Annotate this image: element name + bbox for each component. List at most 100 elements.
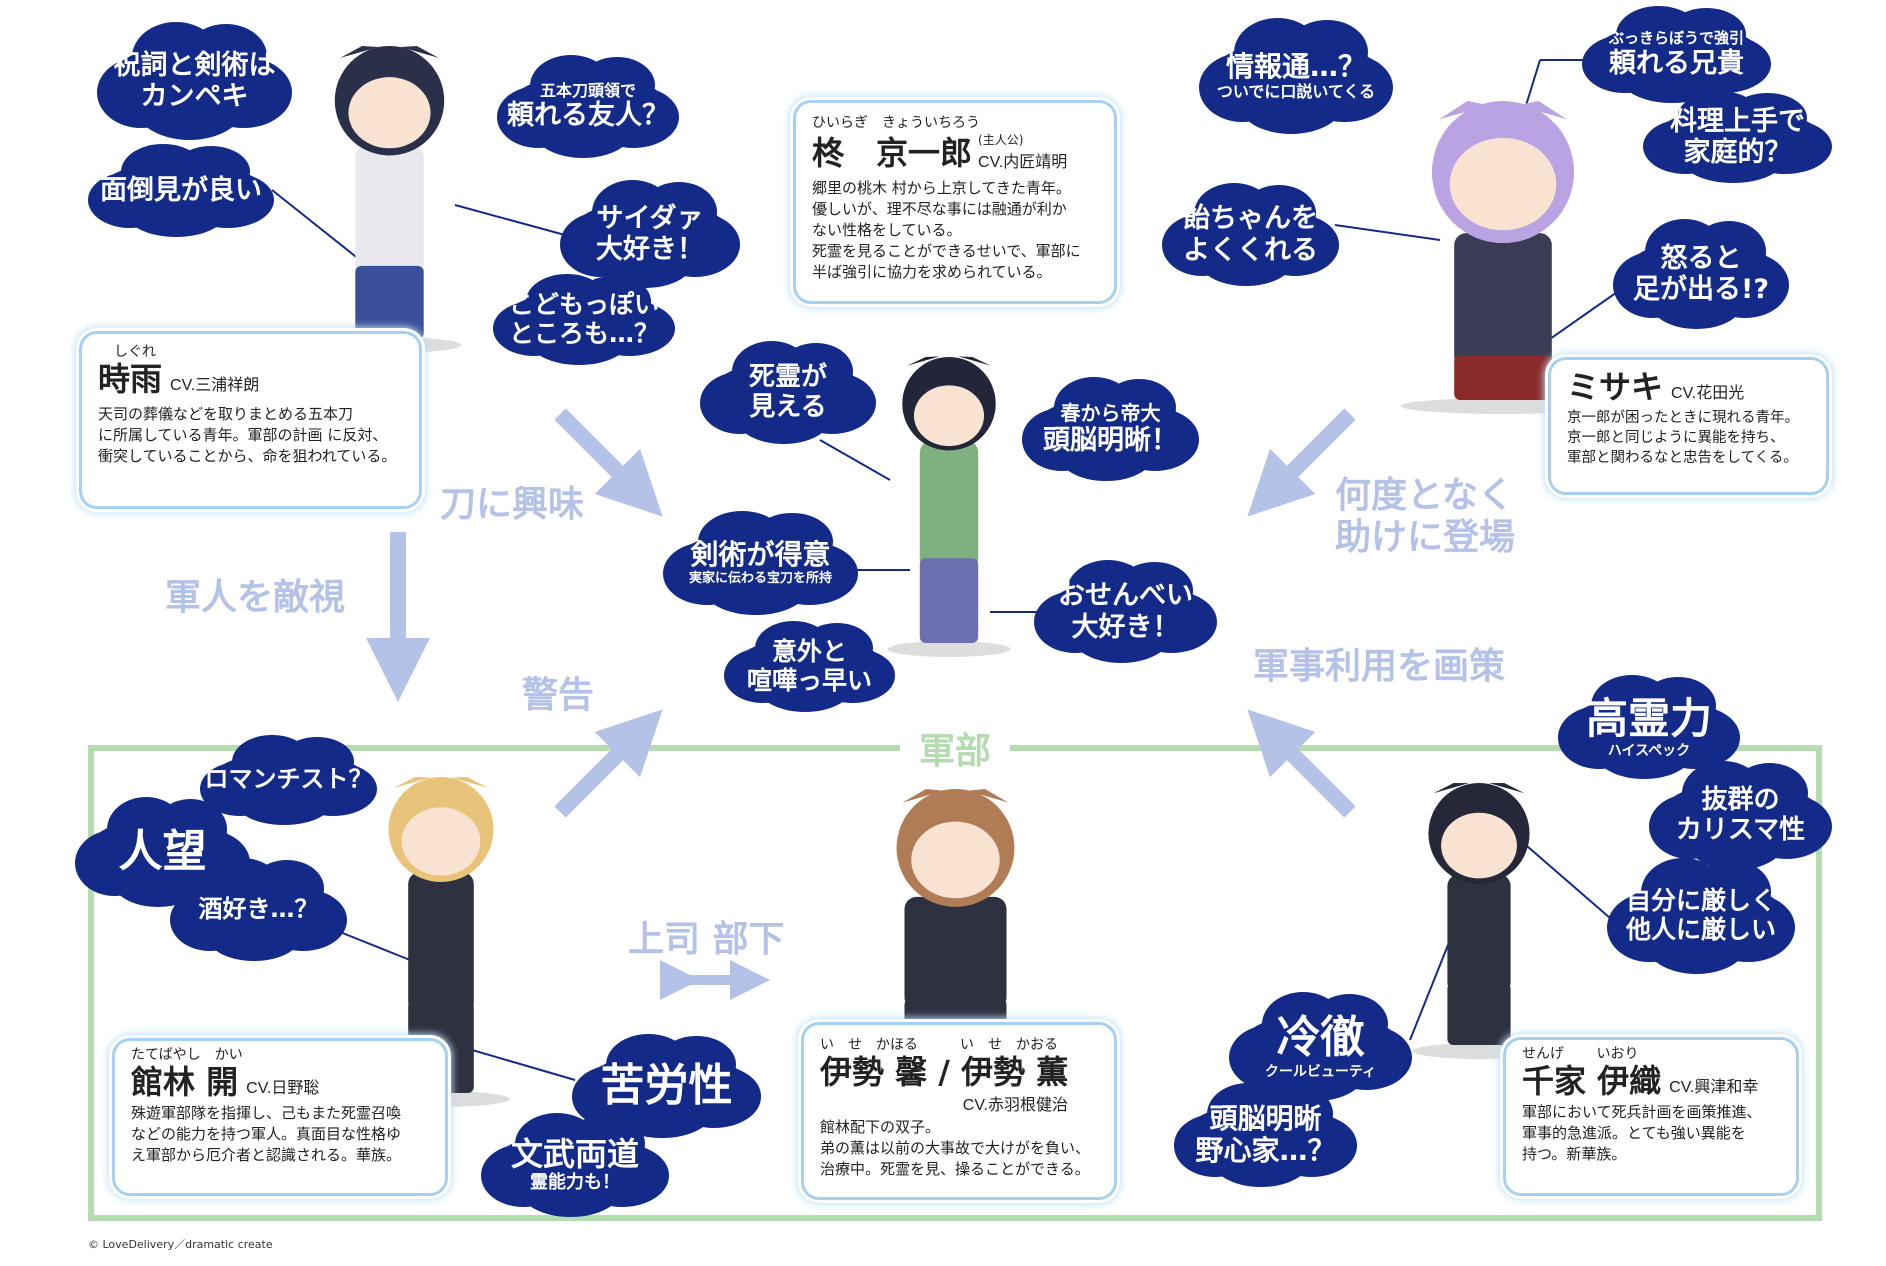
relation-label-military-use: 軍事利用を画策: [1253, 646, 1506, 687]
character-illustration-kyoichiro: [876, 347, 1022, 657]
character-description: 館林配下の双子。弟の薫は以前の大事故で大けがを負い、治療中。死霊を見、操ることが…: [820, 1118, 1091, 1178]
trait-text: 頼れる兄貴: [1609, 47, 1744, 79]
trait-text: 自分に厳しく: [1625, 886, 1776, 916]
trait-text: 苦労性: [600, 1059, 733, 1111]
trait-text: 大好き！: [596, 234, 704, 265]
trait-text: 料理上手で: [1670, 105, 1805, 137]
trait-bubble: ロマンチスト？: [200, 735, 377, 825]
character-name: 伊勢 馨 / 伊勢 薫: [820, 1053, 1069, 1091]
cloud-shape: [170, 858, 347, 961]
cloud-shape: [1558, 675, 1740, 779]
trait-bubble: 文武両道霊能力も！: [481, 1113, 669, 1217]
cloud-shape: [97, 22, 292, 140]
cloud-shape: [724, 621, 895, 712]
copyright-notice: © LoveDelivery／dramatic create: [88, 1238, 273, 1251]
military-group-label: 軍部: [900, 730, 1010, 774]
cloud-shape: [1174, 1083, 1357, 1187]
cloud-shape: [1643, 91, 1832, 183]
character-illustration-senge: [1400, 773, 1558, 1059]
voice-actor: CV.花田光: [1671, 385, 1745, 402]
trait-text: おせんべい: [1058, 580, 1193, 612]
trait-text: 頼れる友人？: [507, 100, 669, 132]
cloud-shape: [1607, 858, 1795, 974]
trait-bubble: こどもっぽいところも…？: [493, 274, 675, 365]
trait-text: 冷徹: [1276, 1012, 1365, 1064]
cloud-shape: [497, 55, 679, 158]
cloud-shape: [1022, 377, 1199, 481]
character-name: ミサキ: [1567, 368, 1664, 406]
trait-text: 頭脳明晰！: [1043, 424, 1178, 456]
trait-text: 五本刀頭領で: [539, 80, 636, 100]
voice-actor: CV.興津和幸: [1669, 1079, 1759, 1096]
trait-bubble: 酒好き…？: [170, 858, 347, 961]
trait-bubble: 人望: [75, 797, 250, 907]
voice-actor: CV.三浦祥朗: [170, 377, 260, 394]
trait-text: 高霊力: [1585, 693, 1712, 743]
character-description: 天司の葬儀などを取りまとめる五本刀に所属している青年。軍部の計画 に反対、衝突し…: [98, 405, 397, 465]
cloud-shape: [493, 274, 675, 365]
relation-label-interest-in-sword: 刀に興味: [440, 484, 585, 525]
voice-actor: CV.内匠靖明: [978, 154, 1068, 171]
character-name: 館林 開: [131, 1063, 239, 1101]
trait-text: カリスマ性: [1675, 814, 1806, 845]
voice-actor: CV.日野聡: [246, 1080, 320, 1097]
trait-bubble: 自分に厳しく他人に厳しい: [1607, 858, 1795, 974]
trait-bubble: 剣術が得意実家に伝わる宝刀を所持: [663, 511, 858, 615]
cloud-shape: [1649, 761, 1832, 870]
role-label: (主人公): [978, 133, 1024, 147]
trait-text: 大好き！: [1071, 611, 1180, 643]
trait-text: 他人に厳しい: [1625, 915, 1776, 944]
trait-text: 怒ると: [1660, 242, 1742, 274]
trait-text: 面倒見が良い: [100, 174, 262, 206]
trait-text: こどもっぽい: [508, 289, 659, 319]
relation-label-comes-to-help-1: 何度となく: [1335, 475, 1514, 516]
trait-bubble: 死霊が見える: [700, 341, 876, 444]
name-ruby: しぐれ: [114, 344, 156, 360]
cloud-shape: [560, 180, 740, 288]
trait-text: 酒好き…？: [198, 894, 319, 923]
relation-label-hostile-to-military: 軍人を敵視: [165, 577, 346, 618]
cloud-shape: [1199, 18, 1393, 134]
trait-bubble: 料理上手で家庭的？: [1643, 91, 1832, 183]
trait-text: 死霊が: [748, 361, 827, 392]
trait-bubble: 苦労性: [572, 1034, 761, 1138]
cloud-shape: [88, 144, 274, 237]
trait-text: 足が出る!?: [1633, 274, 1769, 305]
trait-text: 実家に伝わる宝刀を所持: [688, 570, 832, 586]
cloud-shape: [1582, 6, 1771, 103]
character-illustration-shigure: [304, 36, 475, 353]
character-illustration-misaki: [1381, 91, 1625, 414]
trait-text: よくくれる: [1183, 234, 1318, 266]
trait-text: ぶっきらぼうで強引: [1608, 29, 1744, 48]
name-ruby: い せ かほる い せ かおる: [820, 1037, 1058, 1053]
character-name: 千家 伊織: [1522, 1062, 1662, 1100]
trait-text: クールビューティ: [1264, 1063, 1377, 1080]
cloud-shape: [481, 1113, 669, 1217]
cloud-shape: [200, 735, 377, 825]
arrow-military-to-kyoichiro: [1247, 709, 1356, 818]
profile-ise-twins: い せ かほる い せ かおる 伊勢 馨 / 伊勢 薫 CV.赤羽根健治 館林配…: [801, 1022, 1117, 1200]
character-description: 殊遊軍部隊を指揮し、己もまた死霊召喚などの能力を持つ軍人。真面目な性格ゆえ軍部か…: [131, 1104, 402, 1164]
character-name: 柊 京一郎: [812, 134, 973, 172]
trait-text: ロマンチスト？: [204, 765, 373, 794]
relation-label-comes-to-help-2: 助けに登場: [1335, 517, 1516, 558]
trait-text: 意外と: [771, 636, 847, 666]
trait-bubble: 五本刀頭領で頼れる友人？: [497, 55, 679, 158]
trait-text: 祝詞と剣術は: [113, 49, 276, 81]
trait-bubble: サイダァ大好き！: [560, 180, 740, 288]
cloud-shape: [1162, 183, 1339, 286]
trait-text: 剣術が得意: [690, 538, 831, 572]
trait-text: カンペキ: [140, 81, 249, 112]
cloud-shape: [700, 341, 876, 444]
name-ruby: せんげ いおり: [1522, 1046, 1639, 1062]
voice-actor: CV.赤羽根健治: [962, 1097, 1068, 1114]
arrow-misaki-to-kyoichiro: [1247, 408, 1356, 517]
arrow-warning: [554, 709, 663, 818]
trait-text: 家庭的？: [1683, 137, 1792, 168]
name-ruby: ひいらぎ きょういちろう: [812, 115, 980, 131]
trait-bubble: おせんべい大好き！: [1034, 560, 1217, 663]
